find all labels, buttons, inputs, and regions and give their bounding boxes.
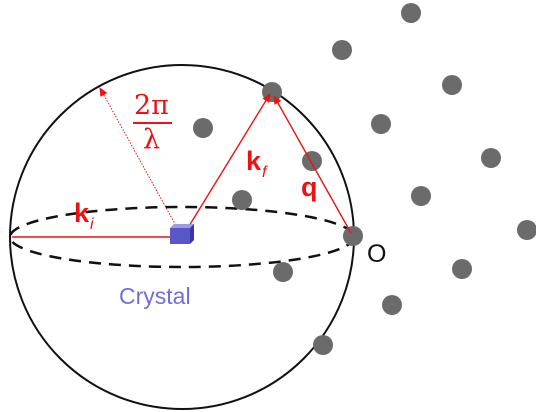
k-f-subscript: f <box>262 164 268 181</box>
lattice-point <box>273 262 293 282</box>
lattice-point <box>481 148 501 168</box>
lattice-point <box>411 186 431 206</box>
lattice-point <box>232 190 252 210</box>
k-i-label: k <box>74 198 90 228</box>
lattice-point <box>382 295 402 315</box>
radius-vector <box>99 87 181 234</box>
k-f-vector <box>185 93 271 232</box>
lattice-point <box>332 40 352 60</box>
lattice-point <box>371 114 391 134</box>
radius-label-numerator: 2π <box>134 90 169 121</box>
k-f-label: k <box>246 146 262 176</box>
lattice-point <box>452 259 472 279</box>
crystal-label: Crystal <box>119 283 191 309</box>
reciprocal-lattice <box>193 3 536 355</box>
crystal-cube <box>170 224 194 244</box>
radius-label-denominator: λ <box>143 124 160 155</box>
lattice-point <box>262 82 282 102</box>
lattice-point <box>442 75 462 95</box>
lattice-point <box>302 151 322 171</box>
k-i-subscript: i <box>90 216 94 233</box>
lattice-point <box>313 335 333 355</box>
lattice-point <box>401 3 421 23</box>
lattice-point <box>193 118 213 138</box>
q-vector <box>273 95 352 234</box>
lattice-point <box>343 226 363 246</box>
origin-label: O <box>367 240 386 268</box>
lattice-point <box>517 220 536 240</box>
q-label: q <box>301 172 318 202</box>
